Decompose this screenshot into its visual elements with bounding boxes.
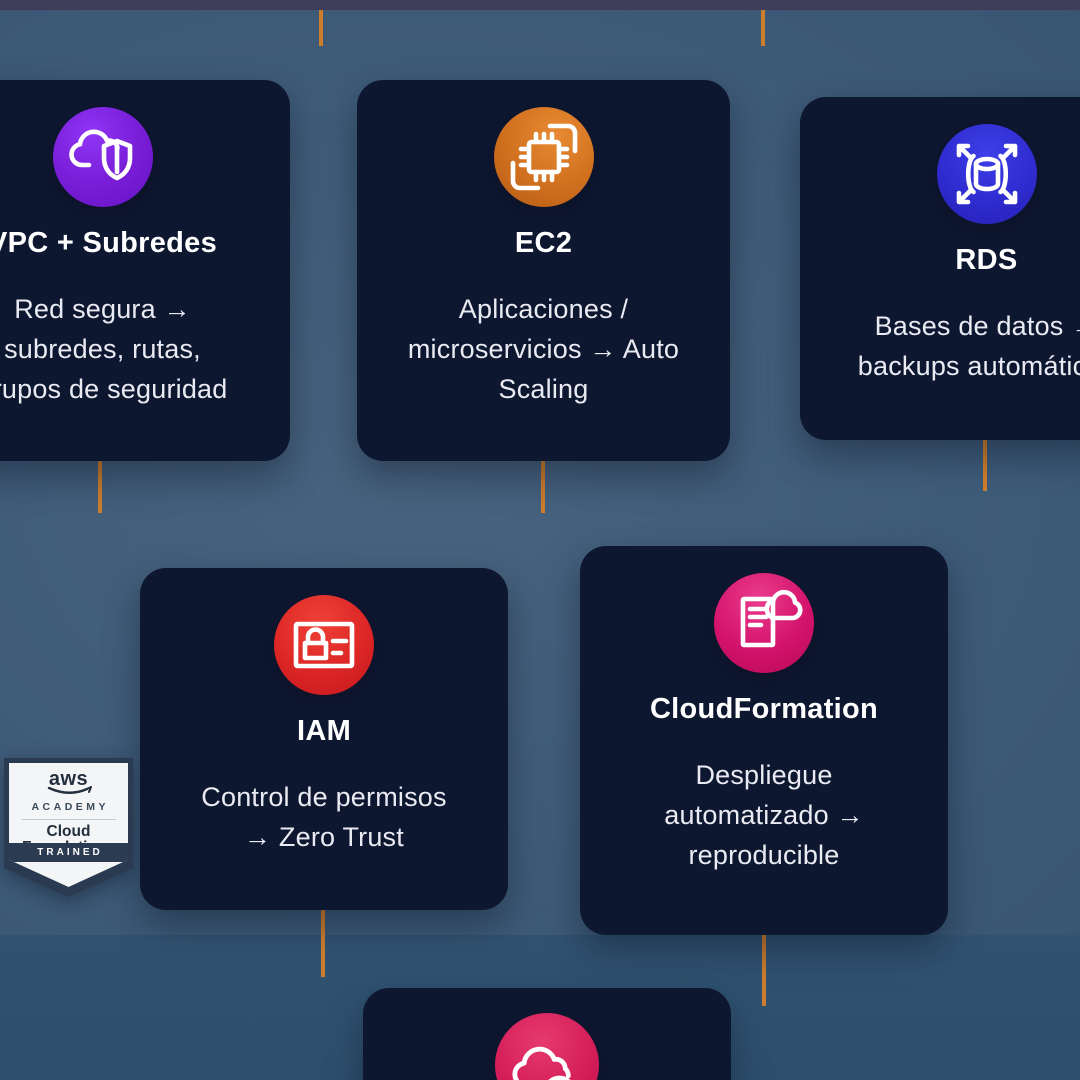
cloud-monitoring-icon [512,1046,571,1080]
document-cloud-icon [740,589,803,648]
card-ec2: EC2 Aplicaciones / microservicios → Auto… [357,80,730,461]
connector-line [983,440,987,491]
monitoring-icon-circle [495,1013,599,1080]
card-iam: IAM Control de permisos → Zero Trust [140,568,508,910]
badge-level-band: TRAINED [9,843,128,862]
card-title: RDS [955,244,1018,276]
card-description: Red segura → subredes, rutas, grupos de … [0,294,228,404]
badge-ribbon-body: aws ACADEMY Cloud Foundations TRAINED [9,763,128,887]
card-title: IAM [296,715,352,747]
cloud-shield-icon [68,129,132,181]
top-strip [0,0,1080,10]
identity-card-lock-icon [293,621,355,669]
connector-line [541,461,545,513]
card-vpc-subredes: VPC + Subredes Red segura → subredes, ru… [0,80,290,461]
card-title: VPC + Subredes [0,227,218,259]
connector-line [98,461,102,513]
card-rds: RDS Bases de datos → backups automáticos [800,97,1080,440]
card-title: EC2 [514,227,573,259]
badge-divider [21,819,116,820]
card-title: CloudFormation [649,693,879,725]
vpc-icon-circle [52,107,153,207]
aws-logo: aws [48,768,89,790]
badge-program-label: ACADEMY [31,801,110,813]
connector-line [761,10,765,46]
card-cloudformation: CloudFormation Despliegue automatizado →… [580,546,948,935]
database-scaling-icon [956,143,1017,205]
aws-academy-badge: aws ACADEMY Cloud Foundations TRAINED [4,758,133,897]
compute-chip-icon [510,123,577,191]
card-monitoring-partial [363,988,731,1080]
cloudformation-icon-circle [714,573,814,673]
card-description: Aplicaciones / microservicios → Auto Sca… [407,294,680,404]
card-description: Bases de datos → backups automáticos [857,311,1080,381]
card-description: Despliegue automatizado → reproducible [664,760,864,870]
connector-line [321,910,325,977]
aws-smile-icon [47,786,92,794]
iam-icon-circle [274,595,374,695]
connector-line [762,935,766,1006]
connector-line [319,10,323,46]
rds-icon-circle [936,124,1037,224]
card-description: Control de permisos → Zero Trust [201,782,447,852]
ec2-icon-circle [493,107,594,207]
